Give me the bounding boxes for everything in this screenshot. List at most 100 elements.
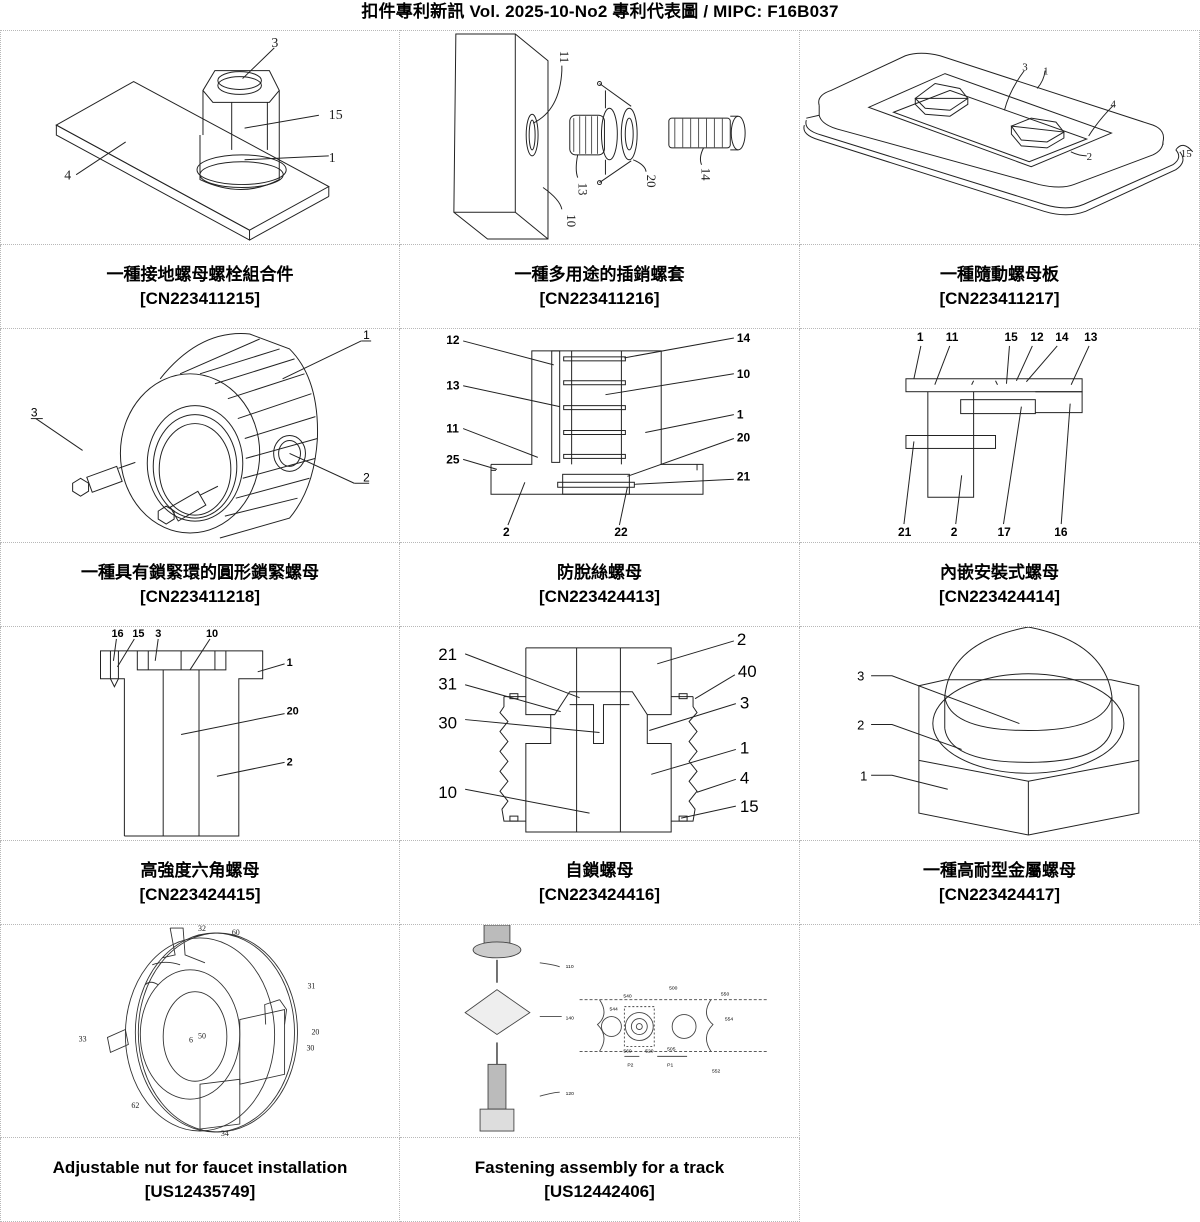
empty-cell bbox=[800, 925, 1200, 1222]
patent-number[interactable]: [CN223411215] bbox=[139, 288, 261, 308]
figure-label: 1 bbox=[287, 657, 293, 669]
patent-caption-11: Fastening assembly for a track [US124424… bbox=[400, 1138, 800, 1222]
figure-label: 12 bbox=[446, 333, 460, 347]
patent-figure-2[interactable]: 11 13 20 14 10 bbox=[400, 30, 800, 245]
figure-label: 14 bbox=[737, 331, 751, 345]
patent-figure-8[interactable]: 21 2 40 31 3 30 1 4 10 15 bbox=[400, 627, 800, 841]
patent-title: 高強度六角螺母 bbox=[140, 860, 260, 880]
figure-label: 3 bbox=[857, 669, 864, 684]
figure-label: 32 bbox=[198, 925, 206, 933]
track-fastening-assembly-drawing: 110 140 120 500 540 550 544 554 505 560 … bbox=[464, 925, 769, 1132]
figure-label: 30 bbox=[438, 714, 457, 733]
high-strength-hex-nut-drawing: 16 15 3 10 1 20 2 bbox=[100, 628, 299, 837]
figure-label: 21 bbox=[438, 645, 457, 664]
patent-figure-6[interactable]: 1 11 15 12 14 13 21 2 17 16 bbox=[800, 329, 1200, 543]
patent-number[interactable]: [US12435749] bbox=[144, 1181, 256, 1201]
figure-label: 11 bbox=[946, 330, 959, 344]
figure-label: 140 bbox=[566, 1016, 575, 1022]
figure-label: 11 bbox=[446, 422, 459, 436]
patent-grid: 3 15 1 4 bbox=[0, 30, 1200, 1222]
figure-label: 15 bbox=[1181, 148, 1192, 160]
patent-title: 自鎖螺母 bbox=[565, 860, 634, 880]
patent-number[interactable]: [CN223424415] bbox=[139, 884, 261, 904]
patent-figure-5[interactable]: 12 14 13 10 1 11 20 25 21 2 22 bbox=[400, 329, 800, 543]
figure-label: 110 bbox=[566, 964, 574, 970]
patent-title: 一種具有鎖緊環的圓形鎖緊螺母 bbox=[81, 562, 319, 582]
figure-label: 14 bbox=[1055, 330, 1069, 344]
figure-label: 120 bbox=[566, 1091, 575, 1097]
patent-title: Adjustable nut for faucet installation bbox=[52, 1157, 348, 1177]
figure-label: 33 bbox=[79, 1034, 87, 1043]
patent-caption-3: 一種隨動螺母板 [CN223411217] bbox=[800, 245, 1200, 329]
figure-label: 34 bbox=[221, 1129, 229, 1137]
figure-label: 10 bbox=[737, 367, 751, 381]
figure-label: 15 bbox=[740, 797, 759, 816]
figure-label: 15 bbox=[1004, 330, 1018, 344]
figure-label: 20 bbox=[287, 706, 299, 718]
self-locking-nut-drawing: 21 2 40 31 3 30 1 4 10 15 bbox=[438, 630, 759, 833]
figure-label: 60 bbox=[232, 928, 240, 937]
figure-label: P1 bbox=[667, 1062, 673, 1068]
round-lock-nut-drawing: 3 2 1 bbox=[30, 329, 372, 539]
figure-label: 1 bbox=[737, 408, 744, 422]
figure-label: 4 bbox=[1110, 98, 1116, 110]
patent-title: 一種接地螺母螺栓組合件 bbox=[106, 264, 294, 284]
figure-label: 1 bbox=[363, 329, 370, 342]
figure-label: 31 bbox=[438, 675, 457, 694]
figure-label: 20 bbox=[311, 1027, 319, 1036]
patent-number[interactable]: [CN223411218] bbox=[139, 586, 261, 606]
patent-number[interactable]: [CN223424417] bbox=[939, 884, 1060, 904]
patent-figure-7[interactable]: 16 15 3 10 1 20 2 bbox=[0, 627, 400, 841]
patent-title: 內嵌安裝式螺母 bbox=[940, 562, 1059, 582]
patent-figure-1[interactable]: 3 15 1 4 bbox=[0, 30, 400, 245]
patent-number[interactable]: [CN223424414] bbox=[939, 586, 1060, 606]
patent-figure-4[interactable]: 3 2 1 bbox=[0, 329, 400, 543]
figure-label: 2 bbox=[287, 756, 293, 768]
figure-label: 1 bbox=[1043, 66, 1048, 78]
patent-number[interactable]: [US12442406] bbox=[544, 1181, 655, 1201]
figure-label: 552 bbox=[712, 1068, 721, 1074]
patent-figure-10[interactable]: 32 60 31 33 20 30 34 62 6 50 bbox=[0, 925, 400, 1138]
figure-label: 17 bbox=[998, 525, 1012, 539]
figure-label: 554 bbox=[725, 1017, 734, 1023]
patent-number[interactable]: [CN223411216] bbox=[539, 288, 660, 308]
figure-label: 6 bbox=[189, 1035, 193, 1044]
patent-caption-8: 自鎖螺母 [CN223424416] bbox=[400, 841, 800, 925]
figure-label: 21 bbox=[898, 525, 912, 539]
figure-label: 3 bbox=[740, 694, 749, 713]
patent-number[interactable]: [CN223424413] bbox=[539, 586, 660, 606]
figure-label: 13 bbox=[446, 379, 460, 393]
patent-figure-3[interactable]: 3 1 4 2 15 bbox=[800, 30, 1200, 245]
patent-number[interactable]: [CN223411217] bbox=[939, 288, 1060, 308]
figure-label: 2 bbox=[363, 470, 370, 484]
figure-label: 14 bbox=[699, 168, 713, 181]
figure-label: 560 bbox=[623, 1048, 632, 1054]
patent-figure-11[interactable]: 110 140 120 500 540 550 544 554 505 560 … bbox=[400, 925, 800, 1138]
patent-title: 一種高耐型金屬螺母 bbox=[923, 860, 1076, 880]
figure-label: P2 bbox=[627, 1062, 633, 1068]
patent-title: 一種多用途的插銷螺套 bbox=[514, 264, 685, 284]
patent-caption-10: Adjustable nut for faucet installation [… bbox=[0, 1138, 400, 1222]
figure-label: 11 bbox=[557, 51, 571, 63]
figure-label: 2 bbox=[503, 525, 510, 539]
patent-caption-9: 一種高耐型金屬螺母 [CN223424417] bbox=[800, 841, 1200, 925]
figure-label: 62 bbox=[131, 1101, 139, 1110]
figure-label: 550 bbox=[721, 992, 730, 998]
figure-label: 50 bbox=[198, 1031, 206, 1040]
figure-label: 2 bbox=[951, 525, 958, 539]
figure-label: 2 bbox=[857, 718, 864, 733]
figure-label: 520 bbox=[645, 1048, 654, 1054]
multipurpose-pin-sleeve-drawing: 11 13 20 14 10 bbox=[453, 33, 746, 240]
figure-label: 15 bbox=[329, 107, 343, 122]
figure-label: 4 bbox=[64, 168, 71, 183]
patent-caption-5: 防脫絲螺母 [CN223424413] bbox=[400, 543, 800, 627]
patent-caption-2: 一種多用途的插銷螺套 [CN223411216] bbox=[400, 245, 800, 329]
figure-label: 16 bbox=[1054, 525, 1068, 539]
patent-figure-9[interactable]: 3 2 1 bbox=[800, 627, 1200, 841]
embedded-install-nut-drawing: 1 11 15 12 14 13 21 2 17 16 bbox=[898, 330, 1098, 539]
patent-number[interactable]: [CN223424416] bbox=[539, 884, 660, 904]
figure-label: 16 bbox=[111, 628, 123, 640]
figure-label: 2 bbox=[1087, 151, 1092, 163]
page-title: 扣件專利新訊 Vol. 2025-10-No2 專利代表圖 / MIPC: F1… bbox=[361, 2, 839, 21]
faucet-adjustable-nut-drawing: 32 60 31 33 20 30 34 62 6 50 bbox=[79, 925, 320, 1137]
